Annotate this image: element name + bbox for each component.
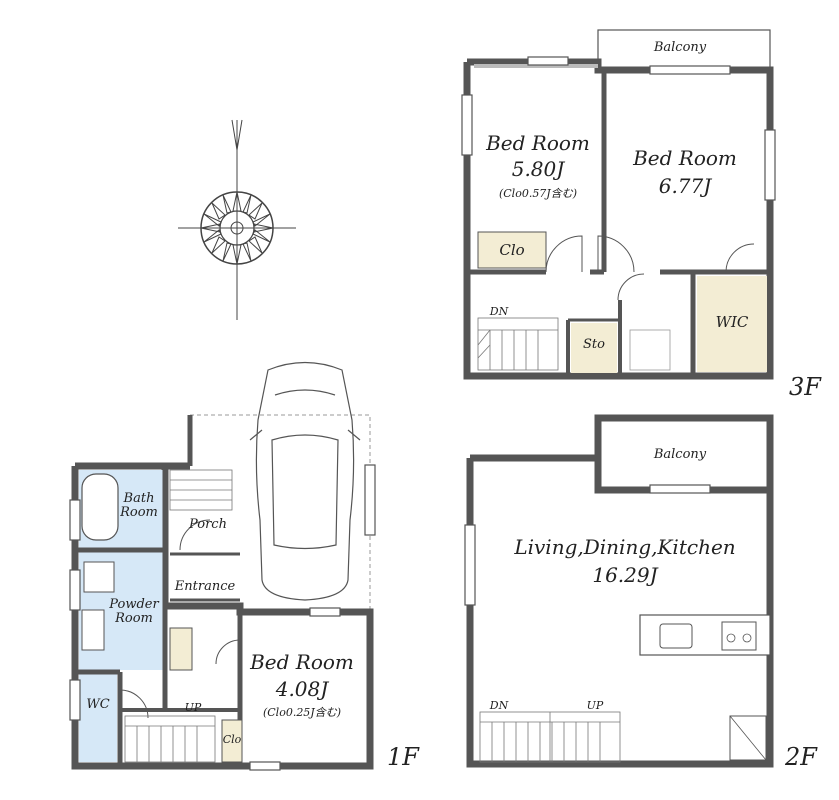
bath-label: Bath Room <box>120 491 158 521</box>
bedroom-1f-name: Bed Room <box>250 650 354 674</box>
closet-1f-label: Clo <box>222 733 242 746</box>
wc-area <box>79 674 117 762</box>
bedroom-1f-size: 4.08J <box>275 677 329 701</box>
bedroom-b-size: 6.77J <box>658 174 712 198</box>
stair-2f-dn: DN <box>489 699 509 712</box>
compass-icon <box>178 119 296 320</box>
wic-label: WIC <box>715 313 749 331</box>
bedroom-a-size: 5.80J <box>511 157 565 181</box>
storage-3f <box>571 323 617 373</box>
stair-2f-up: UP <box>586 699 604 712</box>
bedroom-b-name: Bed Room <box>633 146 737 170</box>
porch-label: Porch <box>189 517 227 532</box>
car-icon <box>249 361 361 601</box>
ldk-name: Living,Dining,Kitchen <box>514 535 736 559</box>
stair-1f-up: UP <box>184 701 202 714</box>
wic-3f <box>697 276 767 372</box>
floor-3f <box>461 29 776 380</box>
closet-3f <box>477 231 547 269</box>
stair-3f-dn: DN <box>489 305 509 318</box>
powder-label: Powder Room <box>109 597 159 627</box>
bedroom-1f-note: (Clo0.25J含む) <box>262 706 342 719</box>
balcony-2f-label: Balcony <box>653 447 707 462</box>
bedroom-a-name: Bed Room <box>486 131 590 155</box>
wc-label: WC <box>86 697 110 712</box>
balcony-3f-label: Balcony <box>653 40 707 55</box>
closet-1f <box>221 719 243 763</box>
bedroom-a-note: (Clo0.57J含む) <box>498 187 578 200</box>
closet-3f-label: Clo <box>499 241 525 259</box>
floor-3f-label: 3F <box>789 373 821 401</box>
ldk-size: 16.29J <box>592 563 658 587</box>
floor-1f <box>69 361 376 771</box>
storage-label: Sto <box>583 337 605 352</box>
floor-2f-label: 2F <box>785 743 817 771</box>
floor-2f <box>464 414 774 768</box>
entrance-label: Entrance <box>174 579 236 594</box>
floor-1f-label: 1F <box>387 743 419 771</box>
